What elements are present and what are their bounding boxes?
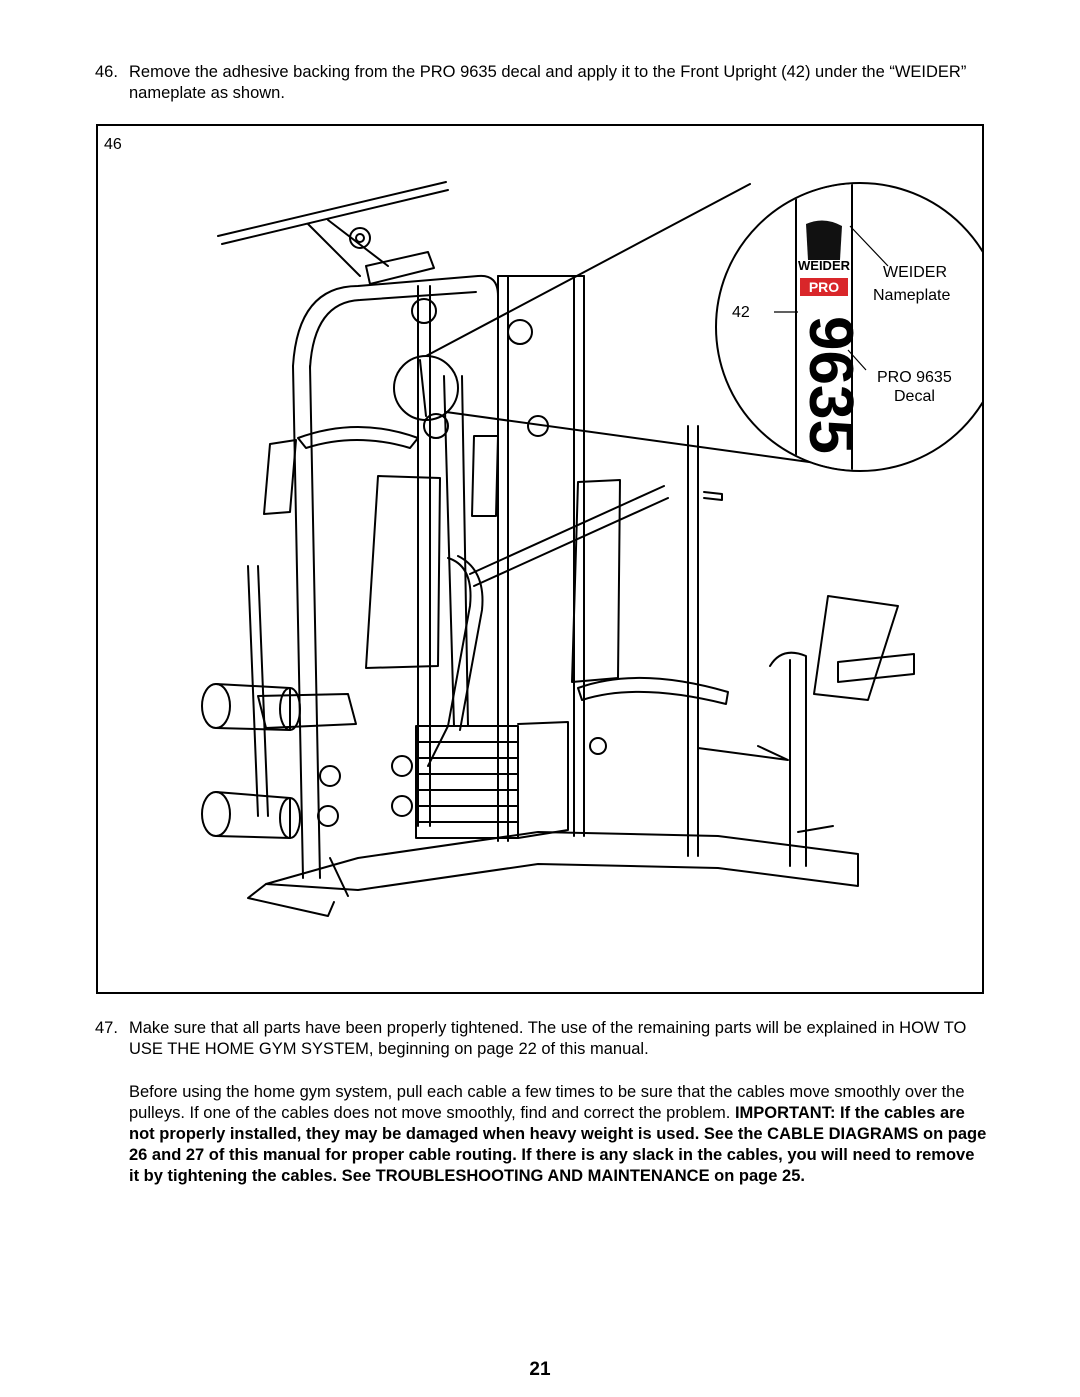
cable-instructions-paragraph: Before using the home gym system, pull e… <box>129 1082 989 1187</box>
step-47: 47. Make sure that all parts have been p… <box>95 1018 995 1062</box>
step-number: 47. <box>95 1019 118 1037</box>
step-46: 46. Remove the adhesive backing from the… <box>95 62 995 106</box>
decal-label-line1: PRO 9635 <box>877 369 952 386</box>
figure-number: 46 <box>104 136 122 153</box>
model-number-art: 9635 <box>796 316 865 454</box>
decal-label-line2: Decal <box>894 388 935 405</box>
paragraph-normal-text: Before using the home gym system, pull e… <box>129 1083 965 1122</box>
part-number-label: 42 <box>732 304 750 321</box>
home-gym-illustration: WEIDER PRO 9635 <box>201 181 982 917</box>
step-text: Make sure that all parts have been prope… <box>129 1019 967 1058</box>
figure-46: 46 <box>96 124 984 994</box>
pro-badge <box>800 278 848 296</box>
paragraph-bold-text: IMPORTANT: If the cables are not properl… <box>129 1104 987 1185</box>
weider-logo-text: WEIDER <box>798 258 851 273</box>
nameplate-label-line2: Nameplate <box>873 287 951 304</box>
step-text: Remove the adhesive backing from the PRO… <box>129 63 967 102</box>
nameplate-label-line1: WEIDER <box>883 264 947 281</box>
page-number: 21 <box>529 1359 551 1380</box>
step-number: 46. <box>95 63 118 81</box>
pro-badge-text: PRO <box>809 279 839 295</box>
